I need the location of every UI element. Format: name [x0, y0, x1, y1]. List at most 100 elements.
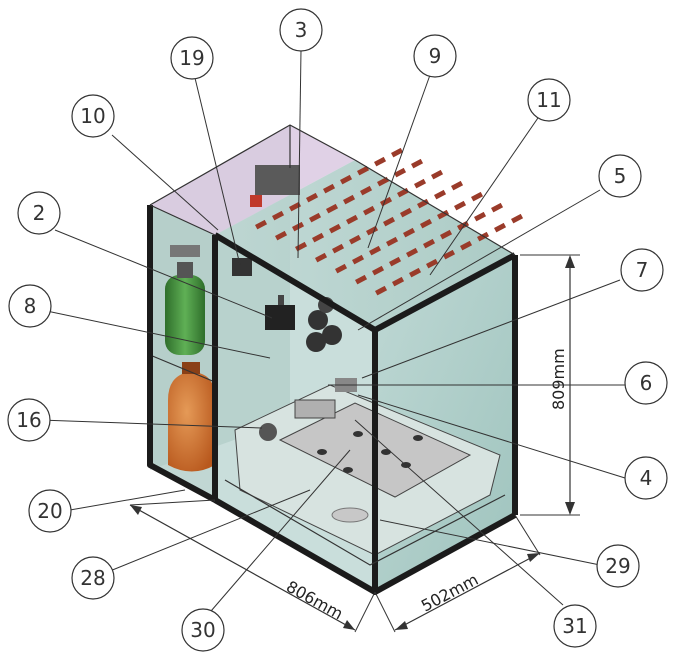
- width-dimension: [129, 499, 376, 633]
- pcb-cell: [425, 258, 439, 269]
- pcb-cell: [460, 240, 473, 251]
- pcb-cell: [403, 227, 416, 238]
- callout-6-label: 6: [640, 371, 653, 395]
- pcb-cell: [443, 249, 456, 260]
- callout-29-label: 29: [605, 554, 630, 578]
- pcb-cell: [377, 176, 390, 187]
- callout-31: 31: [553, 604, 597, 648]
- callout-30-label: 30: [190, 618, 215, 642]
- pcb-cell: [363, 205, 376, 216]
- pcb-cell: [255, 219, 268, 230]
- callout-3: 3: [279, 8, 323, 52]
- pcb-cell: [388, 256, 402, 267]
- callout-4: 4: [624, 456, 668, 500]
- callout-7: 7: [620, 248, 664, 292]
- pcb-cell: [315, 252, 328, 263]
- pcb-cell: [360, 185, 373, 196]
- pcb-cell: [474, 211, 487, 222]
- callout-28-label: 28: [80, 566, 105, 590]
- motor-component: [250, 165, 300, 207]
- callout-11: 11: [527, 78, 571, 122]
- depth-dimension-label: 502mm: [418, 570, 481, 616]
- pcb-cell: [400, 207, 413, 218]
- callout-5-label: 5: [614, 164, 627, 188]
- pcb-cell: [334, 263, 348, 274]
- pcb-cell: [340, 174, 353, 185]
- callout-19-label: 19: [179, 46, 204, 70]
- callout-19: 19: [170, 36, 214, 80]
- callout-16: 16: [7, 398, 51, 442]
- pcb-cell: [356, 165, 370, 176]
- leader-lines: [39, 49, 626, 619]
- callout-7-label: 7: [636, 258, 649, 282]
- callout-20: 20: [28, 489, 72, 533]
- pcb-cell: [385, 236, 399, 247]
- pcb-cell: [349, 234, 362, 245]
- left-shelf-line: [149, 354, 216, 383]
- pcb-cell: [439, 229, 453, 240]
- callout-6: 6: [624, 361, 668, 405]
- pcb-cell: [494, 222, 507, 233]
- pcb-cell: [411, 158, 424, 169]
- callout-31-label: 31: [562, 614, 587, 638]
- pcb-cell: [511, 213, 524, 224]
- pcb-cell: [454, 200, 467, 211]
- callout-29: 29: [596, 544, 640, 588]
- pcb-cell: [383, 216, 396, 227]
- pcb-cell: [305, 192, 319, 203]
- callout-5: 5: [598, 154, 642, 198]
- pcb-cell: [419, 218, 433, 229]
- callout-9-label: 9: [429, 44, 442, 68]
- pcb-cell: [274, 230, 288, 241]
- pcb-cell: [393, 167, 407, 178]
- callout-28: 28: [71, 556, 115, 600]
- pcb-cell: [323, 183, 336, 194]
- clamp-part: [232, 258, 252, 276]
- pcb-cell: [414, 178, 427, 189]
- pcb-cell: [431, 169, 444, 180]
- pcb-cell: [491, 202, 504, 213]
- pcb-cell: [351, 254, 365, 265]
- pcb-cell: [437, 209, 450, 220]
- pcb-cell: [354, 274, 368, 285]
- pcb-cell: [422, 238, 436, 249]
- pcb-cell: [325, 203, 339, 214]
- pcb-cell: [390, 147, 404, 158]
- pcb-cell: [328, 223, 342, 234]
- depth-dimension: [374, 514, 541, 633]
- pcb-cell: [289, 201, 302, 212]
- top-glass-panel: [215, 160, 515, 330]
- pcb-cell: [470, 191, 484, 202]
- callout-8-label: 8: [24, 294, 37, 318]
- pcb-cell: [417, 198, 430, 209]
- callout-2-label: 2: [33, 201, 46, 225]
- width-dimension-label: 806mm: [283, 577, 346, 624]
- pcb-cell: [311, 232, 325, 243]
- callout-16-label: 16: [16, 408, 41, 432]
- pcb-cell: [375, 285, 388, 296]
- callout-8: 8: [8, 284, 52, 328]
- pcb-cell: [409, 267, 422, 278]
- pcb-cell: [369, 245, 382, 256]
- callout-3-label: 3: [295, 18, 308, 42]
- callout-10: 10: [71, 94, 115, 138]
- height-dimension-label: 809mm: [549, 348, 568, 410]
- pcb-cell: [271, 210, 285, 221]
- callout-11-label: 11: [536, 88, 561, 112]
- callout-4-label: 4: [640, 466, 653, 490]
- callout-30: 30: [181, 608, 225, 652]
- pcb-cell: [346, 214, 359, 225]
- green-gas-bottle: [165, 245, 205, 355]
- callout-9: 9: [413, 34, 457, 78]
- base-disc: [331, 507, 369, 523]
- callout-10-label: 10: [80, 104, 105, 128]
- pcb-cell: [406, 247, 419, 258]
- cabinet-frame: [147, 124, 518, 595]
- rear-top-panel: [150, 125, 355, 235]
- pcb-cell: [309, 212, 322, 223]
- pcb-cell: [332, 243, 345, 254]
- pcb-cell: [374, 156, 387, 167]
- callout-2: 2: [17, 191, 61, 235]
